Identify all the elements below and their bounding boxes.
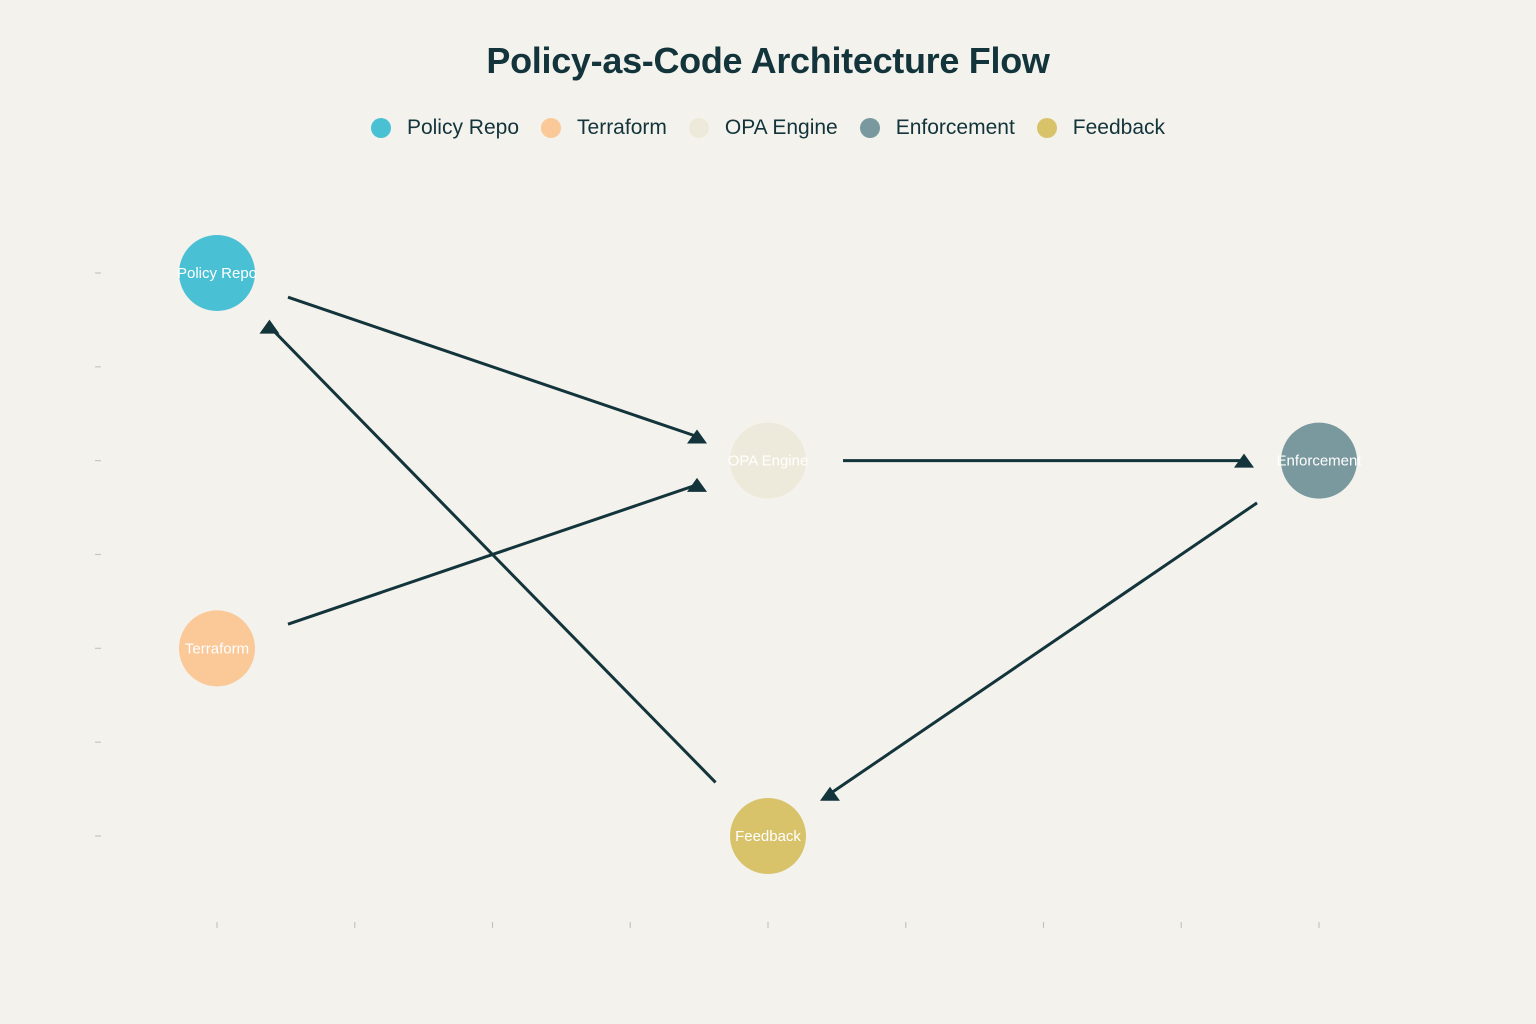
node-label: Terraform — [185, 640, 249, 657]
legend-label: Enforcement — [895, 116, 1015, 139]
node-label: Policy Repo — [177, 265, 257, 282]
arrowhead — [687, 429, 708, 444]
legend-label: OPA Engine — [724, 116, 838, 139]
page-title: Policy-as-Code Architecture Flow — [486, 40, 1050, 81]
edges — [259, 295, 1258, 801]
arrowhead — [687, 477, 708, 492]
legend-item: Feedback — [1036, 116, 1166, 140]
node-terraform — [179, 610, 255, 687]
edge-policy_repo-opa_engine — [287, 295, 698, 438]
edge-feedback-policy_repo — [268, 325, 717, 784]
legend-item: OPA Engine — [688, 116, 838, 140]
legend-item: Enforcement — [859, 116, 1015, 140]
edge-enforcement-feedback — [829, 501, 1258, 796]
node-label: OPA Engine — [728, 453, 809, 470]
node-enforcement — [1281, 422, 1357, 499]
arrowhead — [259, 319, 280, 334]
legend-label: Policy Repo — [406, 116, 520, 139]
legend-swatch — [370, 118, 391, 138]
legend-swatch — [541, 118, 562, 138]
node-label: Feedback — [735, 828, 801, 845]
node-feedback — [730, 798, 806, 874]
legend-swatch — [688, 118, 709, 138]
legend-label: Feedback — [1072, 116, 1166, 139]
legend-item: Terraform — [541, 116, 667, 140]
arrowhead — [1234, 453, 1254, 468]
legend-label: Terraform — [577, 116, 667, 139]
legend: Policy Repo Terraform OPA Engine Enforcemen… — [0, 116, 1536, 140]
axis-ticks — [95, 272, 1320, 928]
node-label: Enforcement — [1276, 453, 1362, 470]
legend-swatch — [859, 118, 880, 138]
legend-item: Policy Repo — [370, 116, 520, 140]
legend-swatch — [1036, 118, 1057, 138]
node-policy_repo — [179, 235, 255, 311]
arrowhead — [819, 786, 840, 801]
node-opa_engine — [730, 422, 806, 499]
